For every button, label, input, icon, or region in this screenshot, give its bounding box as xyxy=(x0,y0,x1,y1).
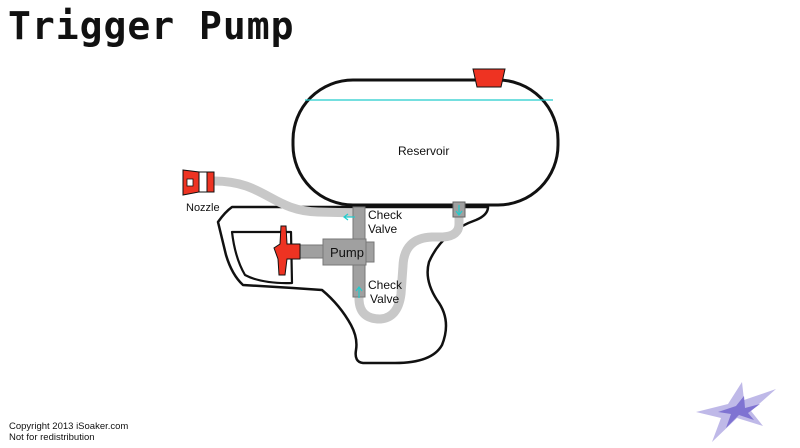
nozzle-barrel xyxy=(198,171,208,193)
nozzle-ring xyxy=(206,171,215,193)
nozzle-label: Nozzle xyxy=(186,202,220,214)
top-check-valve-arrow-icon xyxy=(343,213,355,221)
trigger-guard xyxy=(230,230,294,285)
reservoir-cap xyxy=(472,68,506,88)
bottom-check-valve-label-line2: Valve xyxy=(370,292,399,306)
isoaker-logo-core xyxy=(718,396,760,428)
top-check-valve-label-line2: Valve xyxy=(368,222,397,236)
page-title: Trigger Pump xyxy=(8,4,295,48)
reservoir-feed-tube xyxy=(354,217,464,324)
nozzle-tube xyxy=(213,176,359,218)
reservoir-label: Reservoir xyxy=(398,144,449,158)
redistribution-notice: Not for redistribution xyxy=(9,432,95,443)
top-check-valve-label-line1: Check xyxy=(368,208,403,222)
trigger xyxy=(273,225,301,276)
bottom-check-valve-label-line1: Check xyxy=(368,278,403,292)
pump-label: Pump xyxy=(330,245,364,260)
pump-end-cap xyxy=(365,241,375,263)
bottom-check-valve-arrow-icon xyxy=(355,286,363,298)
reservoir-tank xyxy=(291,78,560,207)
pump-piston-rod xyxy=(299,244,326,259)
pump-cylinder xyxy=(322,238,367,266)
copyright-text: Copyright 2013 iSoaker.com xyxy=(9,421,129,432)
outlet-flow-arrow-icon xyxy=(455,205,463,216)
footer: Copyright 2013 iSoaker.com Not for redis… xyxy=(9,421,128,443)
nozzle-opening xyxy=(186,178,194,187)
